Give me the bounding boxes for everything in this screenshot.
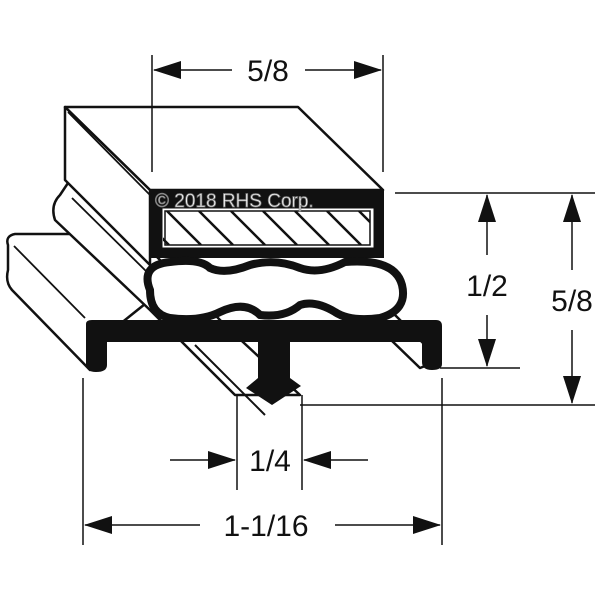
- bulb-section: [143, 256, 407, 324]
- dim-dart-width: 1/4: [249, 445, 291, 478]
- dimension-lines: [82, 55, 595, 545]
- base-t: [86, 320, 442, 405]
- dim-overall-height: 5/8: [551, 285, 593, 318]
- dim-base-width: 1-1/16: [223, 510, 308, 543]
- dim-inner-height: 1/2: [466, 270, 508, 303]
- magnet-hatch: [163, 211, 370, 245]
- dim-top-width: 5/8: [247, 55, 289, 88]
- copyright-text: © 2018 RHS Corp.: [155, 191, 314, 212]
